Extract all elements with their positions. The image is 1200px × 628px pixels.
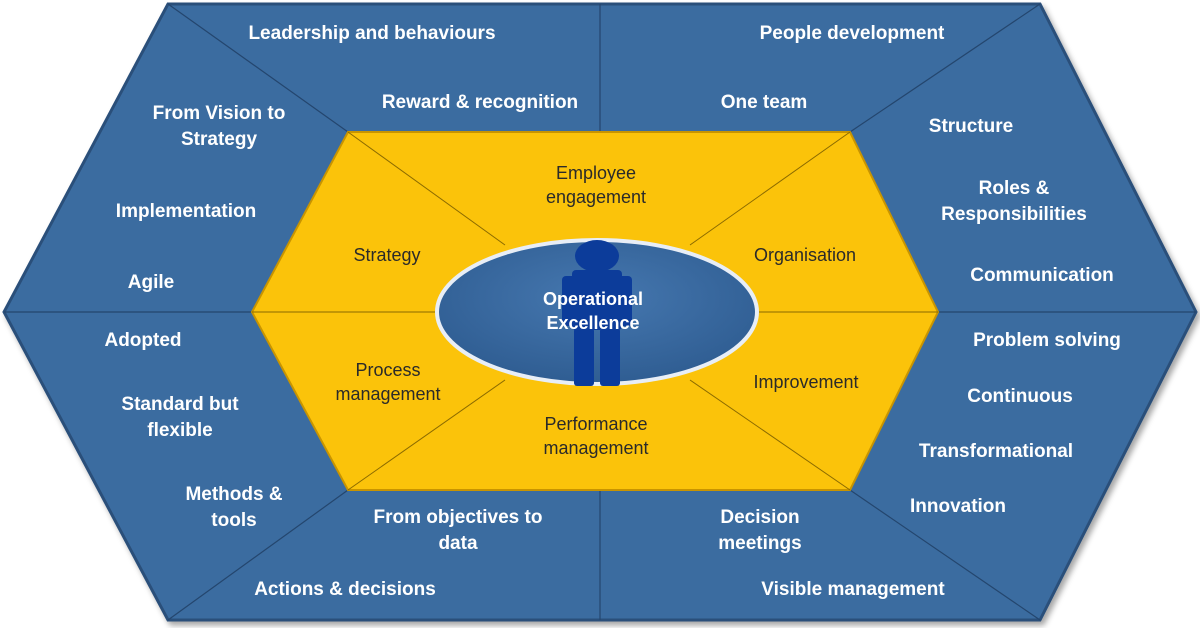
outer-label-leadership: Leadership and behaviours [248, 23, 495, 44]
outer-label-upper-left-2: Agile [128, 272, 174, 293]
outer-label-lower-left-2: Methods &tools [185, 484, 282, 531]
outer-label-visible-management: Visible management [761, 579, 945, 600]
outer-label-reward: Reward & recognition [382, 92, 578, 113]
outer-label-lower-right-0: Problem solving [973, 330, 1121, 351]
outer-label-lower-right-1: Continuous [967, 386, 1073, 407]
inner-label-lower-right: Improvement [753, 372, 858, 392]
outer-divider-lines [4, 3, 1196, 621]
inner-label-upper-left: Strategy [353, 245, 420, 265]
outer-label-actions: Actions & decisions [254, 579, 436, 600]
outer-label-upper-right-1: Roles &Responsibilities [941, 178, 1087, 225]
outer-label-one-team: One team [721, 92, 808, 113]
outer-label-upper-right-0: Structure [929, 116, 1013, 137]
outer-label-lower-right-2: Transformational [919, 441, 1073, 462]
outer-label-people-development: People development [760, 23, 945, 44]
person-silhouette-icon [562, 240, 632, 386]
inner-label-upper-right: Organisation [754, 245, 856, 265]
outer-label-lower-left-0: Adopted [104, 330, 181, 351]
outer-label-lower-right-3: Innovation [910, 496, 1006, 517]
inner-divider-lines [252, 131, 938, 491]
outer-label-upper-right-2: Communication [970, 265, 1114, 286]
outer-label-upper-left-1: Implementation [116, 201, 256, 222]
